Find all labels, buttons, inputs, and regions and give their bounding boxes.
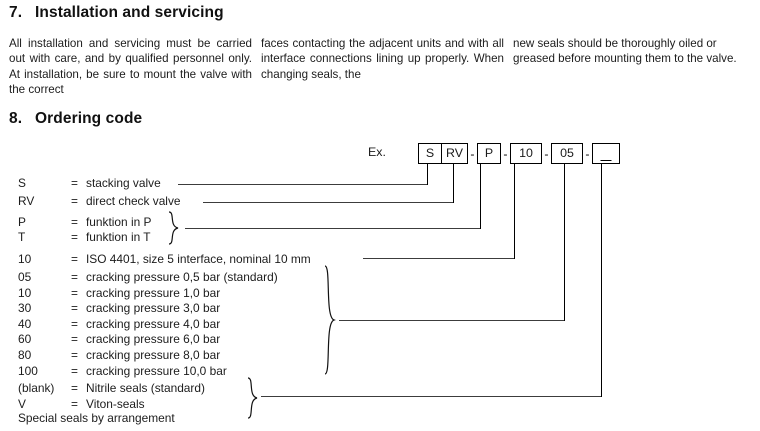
body-paragraph: new seals should be thoroughly oiled or … xyxy=(513,37,737,66)
legend-description: funktion in T xyxy=(86,230,151,244)
legend-equals: = xyxy=(71,381,78,395)
code-separator-dash: - xyxy=(503,146,508,161)
legend-description: Nitrile seals (standard) xyxy=(86,381,205,395)
section-title: Ordering code xyxy=(35,110,143,127)
body-paragraph: All installation and servicing must be c… xyxy=(9,37,252,97)
legend-equals: = xyxy=(71,396,78,411)
legend-equals: = xyxy=(71,215,78,229)
legend-code: V xyxy=(18,396,26,411)
code-box-value: 10 xyxy=(519,146,533,161)
body-paragraph: faces contacting the adjacent units and … xyxy=(261,37,504,81)
legend-equals: = xyxy=(71,316,78,331)
legend-equals: = xyxy=(71,332,78,347)
legend-description: cracking pressure 4,0 bar xyxy=(86,316,221,331)
legend-code: 80 xyxy=(18,348,32,362)
body-column-1: All installation and servicing must be c… xyxy=(9,36,252,98)
legend-code: S xyxy=(18,176,26,190)
legend-code: (blank) xyxy=(18,381,55,395)
legend-description: direct check valve xyxy=(86,194,181,208)
legend-equals: = xyxy=(71,252,78,266)
brace-function-group xyxy=(166,211,182,245)
legend-code: 10 xyxy=(18,252,32,266)
code-box-value: S xyxy=(425,146,435,161)
leader-drop-interface xyxy=(514,164,515,259)
legend-description: cracking pressure 8,0 bar xyxy=(86,348,221,362)
legend-code: 05 xyxy=(18,270,32,284)
code-box[interactable]: P xyxy=(477,143,501,164)
legend-code: T xyxy=(18,230,26,244)
leader-drop-cracking-pressure xyxy=(564,164,565,321)
legend-equals: = xyxy=(71,230,78,244)
legend-description: Viton-seals xyxy=(86,396,145,411)
code-box-value: RV xyxy=(441,144,467,163)
blank-underscore xyxy=(600,160,612,161)
legend-code: 100 xyxy=(18,363,38,378)
leader-drop-seals xyxy=(601,164,602,397)
leader-line-seals xyxy=(261,396,602,397)
legend-code: P xyxy=(18,215,26,229)
legend-description: cracking pressure 6,0 bar xyxy=(86,332,221,347)
leader-line-function xyxy=(185,228,481,229)
legend-description: ISO 4401, size 5 interface, nominal 10 m… xyxy=(86,252,311,266)
code-box[interactable]: S RV xyxy=(418,143,468,164)
leader-line-direct-check xyxy=(203,202,454,203)
leader-drop-function xyxy=(480,164,481,229)
legend-equals: = xyxy=(71,301,78,316)
section-heading-installation: 7. Installation and servicing xyxy=(9,4,224,22)
example-label: Ex. xyxy=(368,145,386,159)
section-number: 7. xyxy=(9,4,23,21)
legend-description: cracking pressure 0,5 bar (standard) xyxy=(86,270,278,284)
legend-equals: = xyxy=(71,348,78,362)
legend-description: cracking pressure 3,0 bar xyxy=(86,301,221,316)
legend-code: RV xyxy=(18,194,35,208)
leader-line-interface xyxy=(363,258,515,259)
legend-code: 60 xyxy=(18,332,32,347)
legend-description: cracking pressure 10,0 bar xyxy=(86,363,227,378)
code-box-blank[interactable] xyxy=(592,143,620,164)
legend-equals: = xyxy=(71,270,78,284)
legend-equals: = xyxy=(71,285,78,300)
brace-seals-group xyxy=(245,377,261,419)
leader-line-stacking xyxy=(178,184,428,185)
section-title: Installation and servicing xyxy=(35,4,224,21)
legend-code: 30 xyxy=(18,301,32,316)
legend-description: funktion in P xyxy=(86,215,152,229)
legend-equals: = xyxy=(71,363,78,378)
code-box-value: P xyxy=(484,146,494,161)
code-separator-dash: - xyxy=(585,146,590,161)
leader-drop-stacking xyxy=(427,164,428,185)
code-box[interactable]: 10 xyxy=(510,143,542,164)
legend-description: cracking pressure 1,0 bar xyxy=(86,285,221,300)
leader-line-cracking-pressure xyxy=(339,320,565,321)
leader-drop-direct-check xyxy=(453,164,454,203)
legend-description: Special seals by arrangement xyxy=(18,411,175,425)
legend-code: 40 xyxy=(18,316,32,331)
body-column-3: new seals should be thoroughly oiled or … xyxy=(513,36,753,67)
code-separator-dash: - xyxy=(470,146,475,161)
body-column-2: faces contacting the adjacent units and … xyxy=(261,36,504,82)
legend-code: 10 xyxy=(18,285,32,300)
legend-description: stacking valve xyxy=(86,176,161,190)
brace-cracking-pressure-group xyxy=(322,265,338,375)
code-box[interactable]: 05 xyxy=(551,143,583,164)
code-box-value: 05 xyxy=(560,146,574,161)
section-heading-ordering: 8. Ordering code xyxy=(9,110,142,128)
code-separator-dash: - xyxy=(544,146,549,161)
legend-equals: = xyxy=(71,176,78,190)
section-number: 8. xyxy=(9,110,23,127)
legend-equals: = xyxy=(71,194,78,208)
